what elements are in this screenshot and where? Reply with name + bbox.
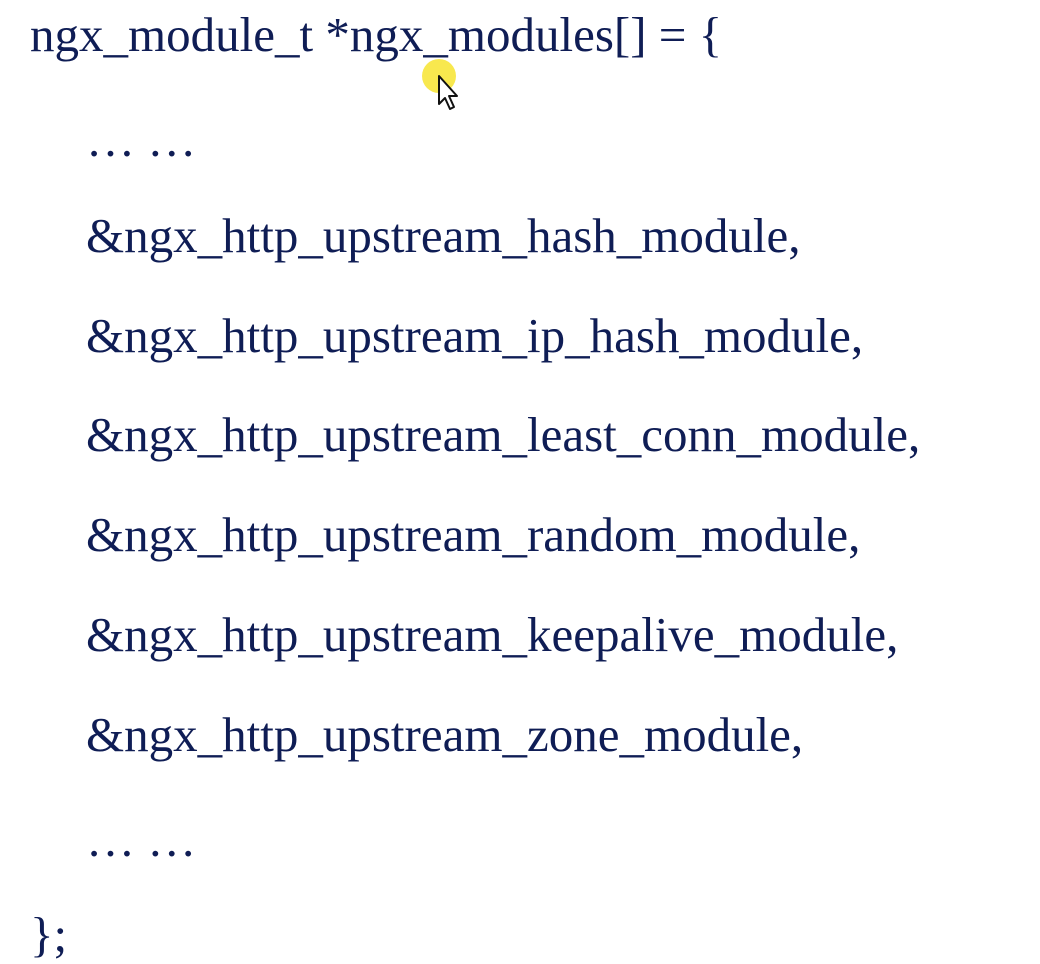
code-line-closing-brace: }; [30,907,68,962]
code-line-least-conn-module: &ngx_http_upstream_least_conn_module, [86,407,921,462]
cursor-arrow [438,75,458,110]
code-line-ip-hash-module: &ngx_http_upstream_ip_hash_module, [86,308,864,363]
code-line-ellipsis-top: … … [86,112,197,167]
code-line-array-declaration: ngx_module_t *ngx_modules[] = { [30,7,723,62]
code-line-zone-module: &ngx_http_upstream_zone_module, [86,707,804,762]
code-line-random-module: &ngx_http_upstream_random_module, [86,507,861,562]
code-line-keepalive-module: &ngx_http_upstream_keepalive_module, [86,607,899,662]
code-line-ellipsis-bottom: … … [86,812,197,867]
code-line-hash-module: &ngx_http_upstream_hash_module, [86,208,801,263]
